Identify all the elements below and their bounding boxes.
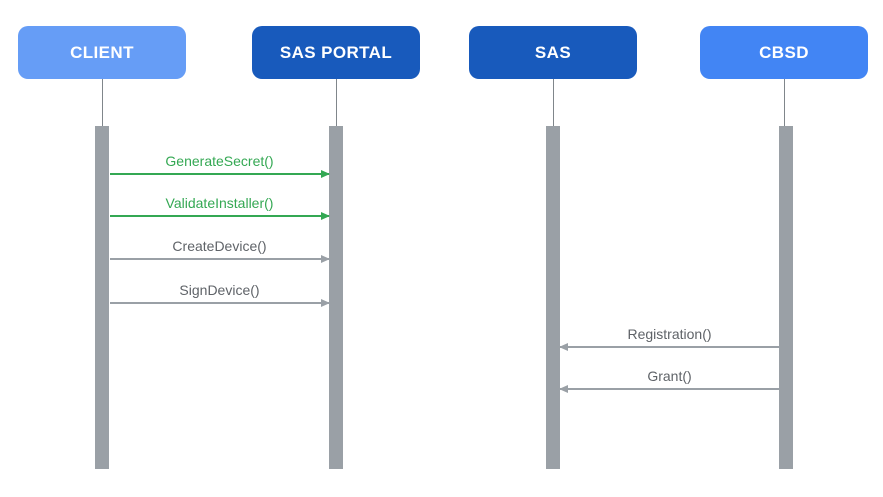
message-arrow-line [110, 254, 330, 263]
actor-label-client: CLIENT [70, 42, 134, 62]
actor-label-cbsd: CBSD [759, 42, 809, 62]
arrowhead-right-icon [321, 169, 330, 178]
arrowhead-right-icon [321, 254, 330, 263]
activation-bar-sas [546, 126, 560, 469]
message-arrow-line [110, 211, 330, 220]
lifeline-client [102, 79, 103, 126]
message-arrow-line [559, 384, 779, 393]
message-create-device: CreateDevice() [110, 237, 330, 263]
activation-bar-client [95, 126, 109, 469]
message-label: Grant() [647, 368, 692, 384]
message-label: ValidateInstaller() [165, 195, 274, 211]
arrowhead-left-icon [559, 384, 568, 393]
message-arrow-line [110, 298, 330, 307]
actor-label-sas: SAS [534, 42, 572, 62]
arrowhead-left-icon [559, 342, 568, 351]
message-arrow-line [110, 169, 330, 178]
message-label: SignDevice() [179, 282, 260, 298]
message-label: Registration() [627, 326, 712, 342]
activation-bar-sas-portal [329, 126, 343, 469]
actor-box-client: CLIENT [18, 26, 186, 79]
arrowhead-right-icon [321, 298, 330, 307]
message-validate-installer: ValidateInstaller() [110, 194, 330, 220]
lifeline-cbsd [784, 79, 785, 126]
lifeline-sas [553, 79, 554, 126]
actor-box-cbsd: CBSD [700, 26, 868, 79]
actor-box-sas: SAS [469, 26, 637, 79]
activation-bar-cbsd [779, 126, 793, 469]
message-label: GenerateSecret() [165, 153, 274, 169]
message-sign-device: SignDevice() [110, 281, 330, 307]
message-label: CreateDevice() [172, 238, 267, 254]
message-arrow-line [559, 342, 779, 351]
lifeline-sas-portal [336, 79, 337, 126]
message-generate-secret: GenerateSecret() [110, 152, 330, 178]
message-grant: Grant() [559, 367, 779, 393]
arrowhead-right-icon [321, 211, 330, 220]
actor-box-sas-portal: SAS PORTAL [252, 26, 420, 79]
actor-label-sas-portal: SAS PORTAL [279, 42, 393, 62]
message-registration: Registration() [559, 325, 779, 351]
